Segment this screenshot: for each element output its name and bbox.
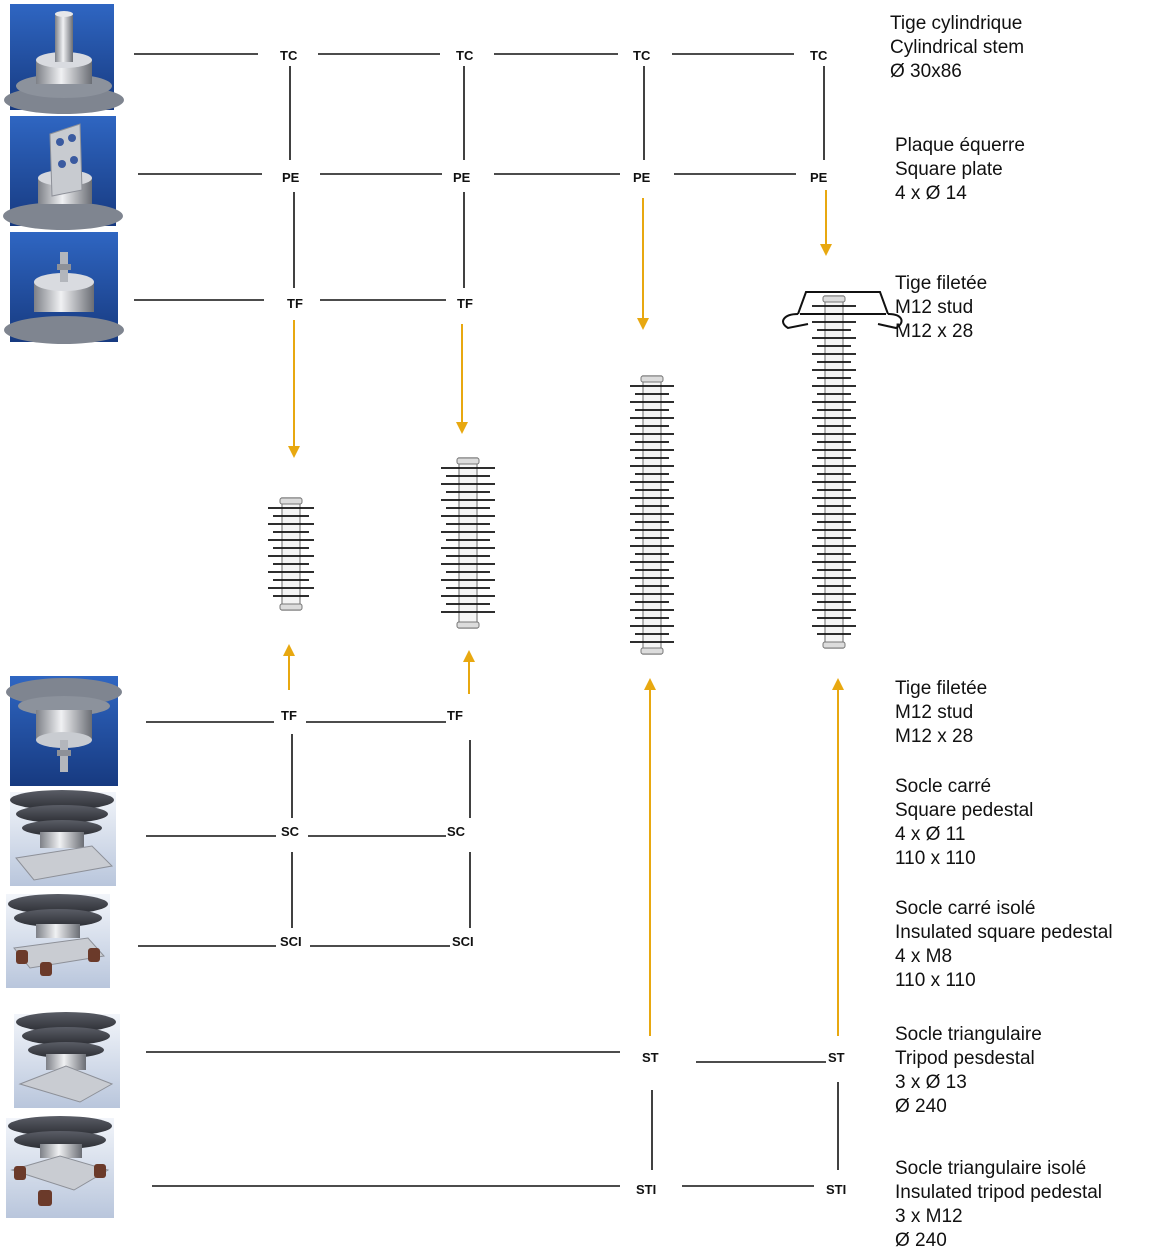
- spec-dim: 3 x M12: [895, 1205, 1102, 1229]
- insulator-core: [825, 296, 843, 648]
- spec-socle-carre: Socle carré Square pedestal 4 x Ø 11 110…: [895, 775, 1033, 871]
- spec-fr: Socle carré isolé: [895, 897, 1113, 921]
- sc-photo: [10, 790, 116, 886]
- spec-plaque-equerre: Plaque équerre Square plate 4 x Ø 14: [895, 134, 1025, 206]
- code-sci-2: SCI: [452, 934, 474, 949]
- sti-photo: [6, 1116, 114, 1218]
- spec-en: Square plate: [895, 158, 1025, 182]
- code-tf-top-2: TF: [457, 296, 473, 311]
- spec-size: Ø 240: [895, 1095, 1042, 1119]
- spec-tige-cylindrique: Tige cylindrique Cylindrical stem Ø 30x8…: [890, 12, 1024, 84]
- code-tc-4: TC: [810, 48, 828, 63]
- spec-dim: 4 x M8: [895, 945, 1113, 969]
- code-tf-top-1: TF: [287, 296, 303, 311]
- spec-size: Ø 240: [895, 1229, 1102, 1249]
- code-sti-1: STI: [636, 1182, 656, 1197]
- pe-photo: [3, 116, 123, 230]
- code-sc-1: SC: [281, 824, 300, 839]
- spec-dim: 3 x Ø 13: [895, 1071, 1042, 1095]
- sci-photo: [6, 894, 110, 988]
- spec-dim: Ø 30x86: [890, 60, 1024, 84]
- insulator-end-cap: [823, 296, 845, 302]
- spec-dim: 4 x Ø 11: [895, 823, 1033, 847]
- spec-en: Insulated tripod pedestal: [895, 1181, 1102, 1205]
- spec-fr: Socle triangulaire: [895, 1023, 1042, 1047]
- insulator-end-cap: [457, 458, 479, 464]
- st-photo: [14, 1012, 120, 1108]
- code-tc-2: TC: [456, 48, 474, 63]
- code-st-2: ST: [828, 1050, 845, 1065]
- insulator-medium: [441, 458, 495, 628]
- arrow-down-1: [288, 320, 300, 458]
- spec-fr: Socle triangulaire isolé: [895, 1157, 1102, 1181]
- spec-size: 110 x 110: [895, 969, 1113, 993]
- code-sti-2: STI: [826, 1182, 846, 1197]
- spec-tige-filetee-top: Tige filetée M12 stud M12 x 28: [895, 272, 987, 344]
- spec-en: Tripod pesdestal: [895, 1047, 1042, 1071]
- arrow-down-4: [820, 190, 832, 256]
- spec-fr: Tige cylindrique: [890, 12, 1024, 36]
- insulator-end-cap: [641, 648, 663, 654]
- spec-socle-triangulaire: Socle triangulaire Tripod pesdestal 3 x …: [895, 1023, 1042, 1119]
- arrow-up-4: [832, 678, 844, 1036]
- spec-fr: Plaque équerre: [895, 134, 1025, 158]
- spec-socle-carre-isole: Socle carré isolé Insulated square pedes…: [895, 897, 1113, 993]
- insulator-end-cap: [457, 622, 479, 628]
- tf-top-photo: [4, 232, 124, 344]
- tf-bottom-photo: [6, 676, 122, 786]
- assembly-arrows: [283, 190, 844, 1036]
- insulator-short: [268, 498, 314, 610]
- spec-en: Insulated square pedestal: [895, 921, 1113, 945]
- arrow-up-3: [644, 678, 656, 1036]
- tc-photo: [4, 4, 124, 114]
- code-tc-1: TC: [280, 48, 298, 63]
- insulator-long: [630, 376, 674, 654]
- spec-size: 110 x 110: [895, 847, 1033, 871]
- code-st-1: ST: [642, 1050, 659, 1065]
- arrow-up-2: [463, 650, 475, 694]
- spec-fr: Socle carré: [895, 775, 1033, 799]
- code-tf-bottom-2: TF: [447, 708, 463, 723]
- spec-dim: 4 x Ø 14: [895, 182, 1025, 206]
- insulator-end-cap: [641, 376, 663, 382]
- connector-codes: TC TC TC TC PE PE PE PE TF TF TF TF SC S…: [280, 48, 846, 1197]
- spec-en: M12 stud: [895, 701, 987, 725]
- code-pe-2: PE: [453, 170, 471, 185]
- code-sci-1: SCI: [280, 934, 302, 949]
- insulator-end-cap: [280, 498, 302, 504]
- code-tc-3: TC: [633, 48, 651, 63]
- code-tf-bottom-1: TF: [281, 708, 297, 723]
- spec-en: Cylindrical stem: [890, 36, 1024, 60]
- insulator-end-cap: [823, 642, 845, 648]
- spec-en: M12 stud: [895, 296, 987, 320]
- code-pe-3: PE: [633, 170, 651, 185]
- spec-tige-filetee-bottom: Tige filetée M12 stud M12 x 28: [895, 677, 987, 749]
- spec-en: Square pedestal: [895, 799, 1033, 823]
- arrow-down-2: [456, 324, 468, 434]
- spec-dim: M12 x 28: [895, 725, 987, 749]
- spec-socle-triangulaire-isole: Socle triangulaire isolé Insulated tripo…: [895, 1157, 1102, 1249]
- connector-lines: [134, 54, 838, 1186]
- arrow-down-3: [637, 198, 649, 330]
- insulator-extra-long: [812, 296, 856, 648]
- arrow-up-1: [283, 644, 295, 690]
- code-pe-1: PE: [282, 170, 300, 185]
- insulator-end-cap: [280, 604, 302, 610]
- spec-fr: Tige filetée: [895, 272, 987, 296]
- insulator-core: [282, 498, 300, 610]
- code-pe-4: PE: [810, 170, 828, 185]
- code-sc-2: SC: [447, 824, 466, 839]
- spec-dim: M12 x 28: [895, 320, 987, 344]
- spec-fr: Tige filetée: [895, 677, 987, 701]
